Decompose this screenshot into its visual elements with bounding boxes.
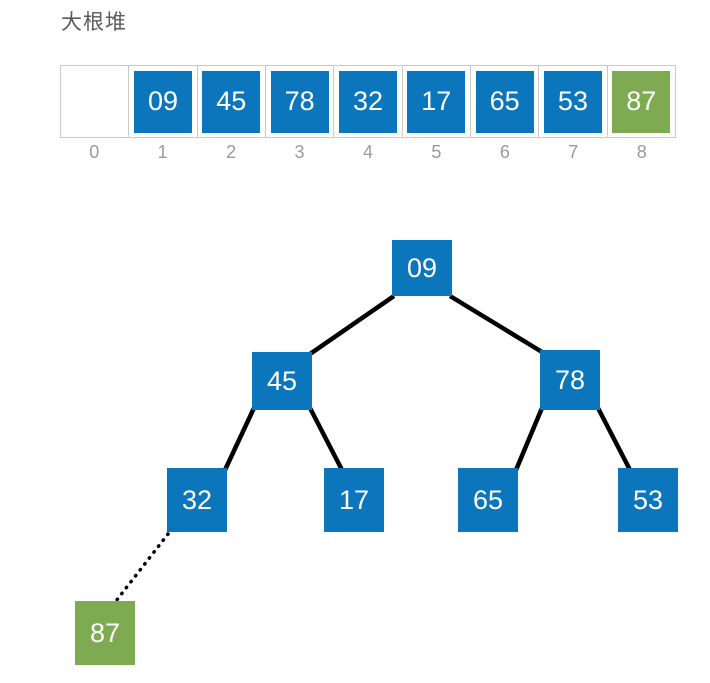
tree-edge-n4-n8: [114, 532, 170, 603]
array-cell-7[interactable]: 53: [539, 66, 608, 137]
array-cell-1[interactable]: 09: [129, 66, 198, 137]
array-cell-3[interactable]: 78: [265, 66, 335, 137]
array-cell-8[interactable]: 87: [607, 66, 675, 137]
page-title: 大根堆: [61, 11, 127, 34]
array-index-label-2: 2: [226, 142, 237, 162]
array-value-8: 87: [612, 70, 671, 133]
tree-edge-n1-n2: [308, 294, 396, 356]
tree-edge-n2-n5: [308, 406, 344, 472]
array-index-label-1: 1: [157, 142, 168, 162]
array-value-7: 53: [543, 70, 602, 133]
array-value-4: 32: [338, 70, 397, 133]
array-cell-4[interactable]: 32: [334, 66, 403, 137]
array-index-label-4: 4: [362, 142, 373, 162]
array-value-5: 17: [407, 70, 466, 133]
array-value-3: 78: [270, 70, 329, 133]
tree-node-32[interactable]: 32: [167, 468, 227, 532]
array-index-label-6: 6: [499, 142, 510, 162]
array-cell-6[interactable]: 65: [470, 66, 540, 137]
array-value-2: 45: [202, 70, 261, 133]
array-cell-0[interactable]: [61, 66, 130, 137]
array-index-label-0: 0: [89, 142, 100, 162]
array-value-6: 65: [475, 70, 534, 133]
array-value-0: [66, 71, 124, 133]
tree-node-09[interactable]: 09: [392, 240, 452, 296]
array-value-1: 09: [133, 70, 192, 133]
tree-edge-n2-n4: [222, 407, 257, 471]
tree-node-17[interactable]: 17: [324, 468, 384, 532]
tree-node-65[interactable]: 65: [458, 468, 518, 532]
array-index-label-5: 5: [431, 142, 442, 162]
array-index-row: 0 1 2 3 4 5 6 7 8: [60, 140, 676, 166]
array-cell-5[interactable]: 17: [402, 66, 471, 137]
tree-edge-n3-n6: [513, 407, 545, 471]
array-cell-2[interactable]: 45: [197, 66, 266, 137]
array-index-label-3: 3: [294, 142, 305, 162]
array-index-label-7: 7: [568, 142, 579, 162]
tree-node-53[interactable]: 53: [618, 468, 678, 532]
tree-edge-n1-n3: [448, 294, 544, 354]
tree-node-78[interactable]: 78: [540, 350, 600, 410]
array-index-label-8: 8: [636, 142, 647, 162]
tree-node-45[interactable]: 45: [252, 352, 312, 410]
tree-edge-n3-n7: [596, 406, 632, 472]
tree-node-87[interactable]: 87: [75, 601, 135, 665]
